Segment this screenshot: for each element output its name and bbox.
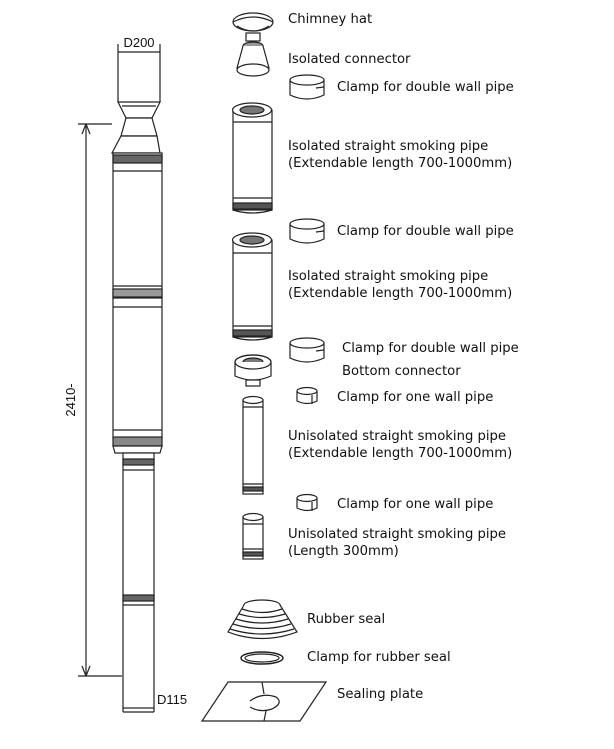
part-clamp-double-wall-3 [289, 337, 325, 363]
label-text: Sealing plate [337, 687, 424, 702]
label-bottom-connector: Bottom connector [342, 363, 461, 380]
part-clamp-rubber-seal [240, 651, 284, 665]
top-diameter-dimension: D200 [117, 35, 161, 102]
part-isolated-pipe-2 [231, 232, 273, 341]
label-text: Rubber seal [307, 612, 386, 627]
label-text: Isolated straight smoking pipe [288, 269, 489, 284]
part-clamp-double-wall-1 [289, 74, 325, 100]
label-text: Clamp for double wall pipe [337, 80, 514, 95]
label-text: Clamp for rubber seal [307, 650, 451, 665]
label-unisolated-pipe-1: Unisolated straight smoking pipe (Extenda… [288, 428, 512, 462]
label-text: Bottom connector [342, 364, 461, 379]
label-clamp-rubber-seal: Clamp for rubber seal [307, 649, 451, 666]
label-text: Chimney hat [288, 12, 373, 27]
label-text: Clamp for double wall pipe [337, 224, 514, 239]
part-isolated-connector [236, 32, 270, 77]
label-text: (Extendable length 700-1000mm) [288, 156, 513, 171]
label-rubber-seal: Rubber seal [307, 611, 385, 628]
label-unisolated-pipe-2: Unisolated straight smoking pipe (Length … [288, 526, 506, 560]
bottom-diameter-dimension: D115 [122, 692, 187, 713]
label-chimney-hat: Chimney hat [288, 11, 372, 28]
label-sealing-plate: Sealing plate [337, 686, 423, 703]
part-clamp-one-wall-1 [296, 386, 318, 405]
height-dimension: 2410- [63, 123, 122, 677]
label-clamp-one-wall-2: Clamp for one wall pipe [337, 496, 493, 513]
part-unisolated-pipe-1 [242, 395, 264, 495]
label-text: Isolated straight smoking pipe [288, 139, 489, 154]
assembled-insulated-pipe-lower [112, 297, 163, 439]
label-text: Clamp for one wall pipe [337, 390, 494, 405]
part-unisolated-pipe-2 [242, 512, 264, 560]
part-rubber-seal [227, 599, 298, 640]
assembled-insulated-pipe-upper [112, 152, 163, 299]
label-text: (Extendable length 700-1000mm) [288, 286, 513, 301]
part-isolated-pipe-1 [231, 102, 273, 214]
part-sealing-plate [200, 681, 328, 722]
label-isolated-connector: Isolated connector [288, 51, 410, 68]
part-clamp-double-wall-2 [289, 218, 325, 244]
part-bottom-connector [234, 354, 272, 387]
label-clamp-one-wall-1: Clamp for one wall pipe [337, 389, 493, 406]
label-text: Isolated connector [288, 52, 411, 67]
label-clamp-double-wall-2: Clamp for double wall pipe [337, 223, 514, 240]
assembled-single-wall-pipe [122, 452, 155, 709]
label-isolated-pipe-1: Isolated straight smoking pipe (Extendabl… [288, 138, 512, 172]
height-label: 2410- [63, 383, 78, 416]
assembled-chimney: D200 2410- [63, 35, 187, 713]
top-diameter-label: D200 [123, 35, 154, 50]
label-clamp-double-wall-3: Clamp for double wall pipe [342, 340, 519, 357]
label-text: Unisolated straight smoking pipe [288, 527, 507, 542]
bottom-diameter-label: D115 [157, 692, 187, 707]
assembled-hat [117, 101, 161, 119]
label-text: (Length 300mm) [288, 544, 399, 559]
label-text: Clamp for one wall pipe [337, 497, 494, 512]
label-text: Unisolated straight smoking pipe [288, 429, 507, 444]
label-text: (Extendable length 700-1000mm) [288, 446, 513, 461]
part-clamp-one-wall-2 [296, 493, 318, 512]
part-chimney-hat [232, 12, 274, 32]
label-clamp-double-wall-1: Clamp for double wall pipe [337, 79, 514, 96]
label-isolated-pipe-2: Isolated straight smoking pipe (Extendabl… [288, 268, 512, 302]
label-text: Clamp for double wall pipe [342, 341, 519, 356]
